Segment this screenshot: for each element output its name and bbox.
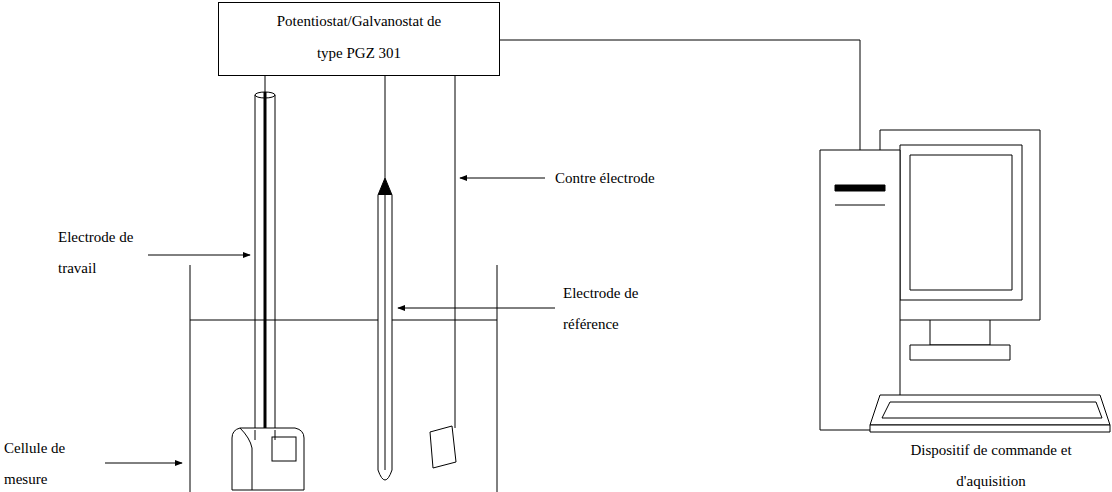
wire — [500, 40, 860, 152]
working-electrode — [232, 92, 304, 490]
wire — [385, 68, 386, 178]
caption-label: Dispositif de commande et d'aquisition — [896, 435, 1086, 492]
cell-wall — [190, 265, 497, 492]
leader-arrow — [398, 308, 555, 309]
wire — [455, 68, 456, 428]
counter-electrode-plate — [430, 426, 456, 468]
leader-arrow — [148, 255, 250, 256]
reference-electrode — [378, 178, 392, 480]
part-label: Electrode de travail — [58, 222, 138, 284]
part-label: Electrode de référence — [563, 278, 663, 340]
part-label: Contre électrode — [555, 163, 695, 194]
leader-arrow — [460, 178, 545, 179]
leader-arrow — [105, 463, 182, 464]
part-label: Cellule de mesure — [4, 433, 94, 492]
liquid-level — [190, 320, 497, 321]
computer-illustration — [820, 130, 1110, 432]
instrument-name: Potentiostat/Galvanostat de type PGZ 301 — [219, 3, 499, 71]
instrument-box: Potentiostat/Galvanostat de type PGZ 301 — [218, 2, 500, 76]
